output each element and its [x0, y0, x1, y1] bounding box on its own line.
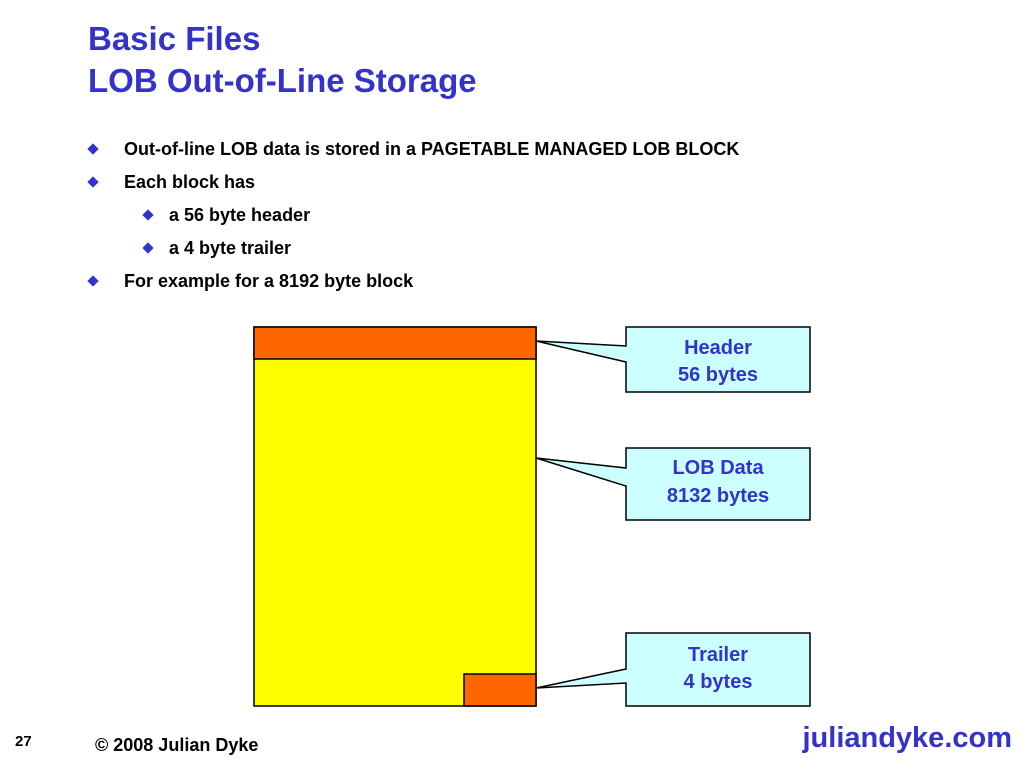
- bullet-text: a 4 byte trailer: [169, 238, 292, 258]
- lob-data-callout-size: 8132 bytes: [667, 485, 769, 507]
- page-number: 27: [15, 733, 32, 750]
- header-callout: Header 56 bytes: [535, 326, 811, 393]
- bullet-item: For example for a 8192 byte block: [87, 266, 414, 296]
- title-line-2: LOB Out-of-Line Storage: [88, 62, 477, 99]
- trailer-callout-shape: [535, 632, 811, 707]
- header-callout-shape: [535, 326, 811, 393]
- bullet-text: Out-of-line LOB data is stored in a PAGE…: [124, 139, 740, 159]
- lob-data-segment: [253, 326, 537, 707]
- copyright-text: © 2008 Julian Dyke: [95, 735, 259, 755]
- bullet-text: For example for a 8192 byte block: [124, 271, 414, 291]
- bullet-item: Each block has: [87, 167, 256, 197]
- trailer-callout-size: 4 bytes: [684, 671, 753, 693]
- header-callout-label: Header: [684, 337, 752, 359]
- lob-data-callout-label: LOB Data: [672, 457, 764, 479]
- header-segment: [253, 326, 537, 360]
- bullet-item: a 56 byte header: [142, 200, 311, 230]
- slide-title: Basic Files LOB Out-of-Line Storage: [88, 18, 477, 102]
- lob-data-callout: LOB Data 8132 bytes: [535, 447, 811, 521]
- bullet-item: Out-of-line LOB data is stored in a PAGE…: [87, 134, 740, 164]
- lob-data-callout-shape: [535, 447, 811, 521]
- bullet-text: a 56 byte header: [169, 205, 311, 225]
- trailer-callout: Trailer 4 bytes: [535, 632, 811, 707]
- title-line-1: Basic Files: [88, 20, 261, 57]
- trailer-callout-label: Trailer: [688, 644, 748, 666]
- header-callout-size: 56 bytes: [678, 364, 758, 386]
- trailer-segment: [463, 673, 537, 707]
- bullet-text: Each block has: [124, 172, 256, 192]
- website-link[interactable]: juliandyke.com: [802, 722, 1012, 754]
- bullet-item: a 4 byte trailer: [142, 233, 292, 263]
